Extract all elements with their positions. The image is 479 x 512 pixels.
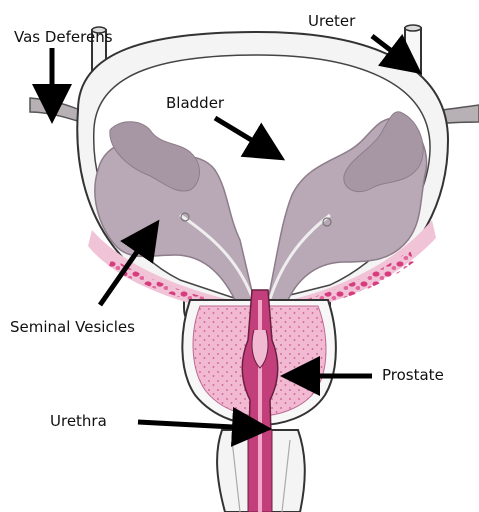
label-ureter: Ureter — [308, 12, 356, 30]
label-seminal-vesicles: Seminal Vesicles — [10, 318, 135, 336]
urethra-arrow — [138, 422, 252, 428]
label-vas-deferens: Vas Deferens — [14, 28, 113, 46]
label-bladder: Bladder — [166, 94, 225, 112]
label-urethra: Urethra — [50, 412, 107, 430]
label-prostate: Prostate — [382, 366, 444, 384]
